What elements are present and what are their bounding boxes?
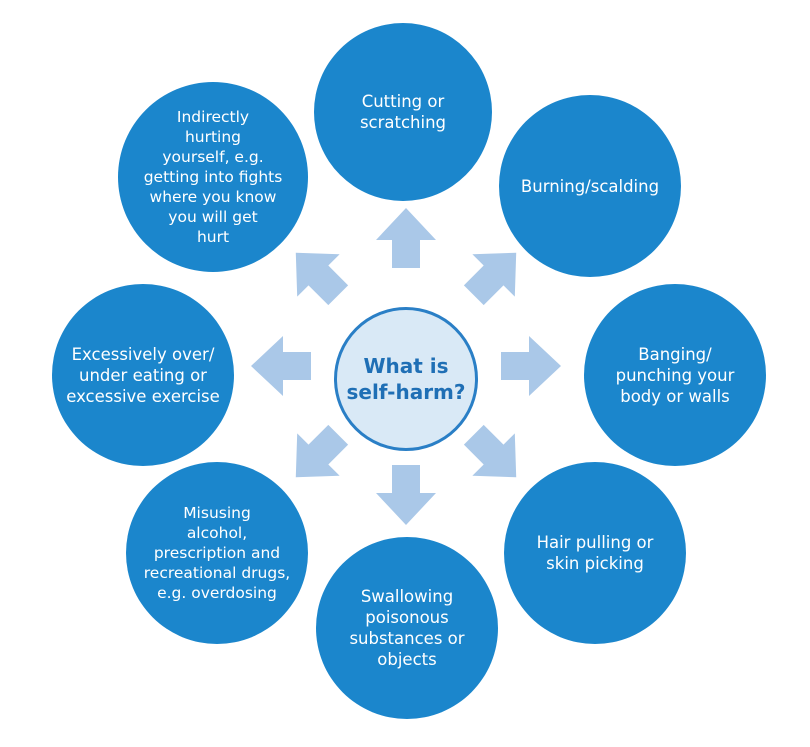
node-cutting-label: Cutting or scratching bbox=[359, 92, 447, 132]
node-swallowing-label: Swallowing poisonous substances or objec… bbox=[349, 587, 465, 669]
center-circle: What is self-harm? bbox=[334, 307, 478, 451]
node-indirect-label: Indirectly hurting yourself, e.g. gettin… bbox=[143, 108, 283, 246]
node-burning-label: Burning/scalding bbox=[520, 176, 660, 196]
arrow-down-icon bbox=[376, 465, 436, 525]
arrow-left-icon bbox=[251, 336, 311, 396]
arrow-down-right-icon bbox=[463, 424, 517, 478]
node-hair-pulling: Hair pulling or skin picking bbox=[504, 462, 686, 644]
center-label: What is self-harm? bbox=[346, 354, 466, 404]
node-misusing: Misusing alcohol, prescription and recre… bbox=[126, 462, 308, 644]
arrow-up-icon bbox=[376, 208, 436, 268]
node-eating-label: Excessively over/ under eating or excess… bbox=[66, 344, 220, 406]
node-burning: Burning/scalding bbox=[499, 95, 681, 277]
arrow-down-left-icon bbox=[295, 424, 349, 478]
arrow-up-right-icon bbox=[463, 252, 517, 306]
arrow-up-left-icon bbox=[295, 252, 349, 306]
node-hair-pulling-label: Hair pulling or skin picking bbox=[536, 533, 654, 573]
node-misusing-label: Misusing alcohol, prescription and recre… bbox=[143, 504, 291, 602]
node-swallowing: Swallowing poisonous substances or objec… bbox=[316, 537, 498, 719]
node-cutting: Cutting or scratching bbox=[314, 23, 492, 201]
node-indirect: Indirectly hurting yourself, e.g. gettin… bbox=[118, 82, 308, 272]
node-banging: Banging/ punching your body or walls bbox=[584, 284, 766, 466]
node-banging-label: Banging/ punching your body or walls bbox=[615, 344, 735, 406]
node-eating: Excessively over/ under eating or excess… bbox=[52, 284, 234, 466]
arrow-right-icon bbox=[501, 336, 561, 396]
